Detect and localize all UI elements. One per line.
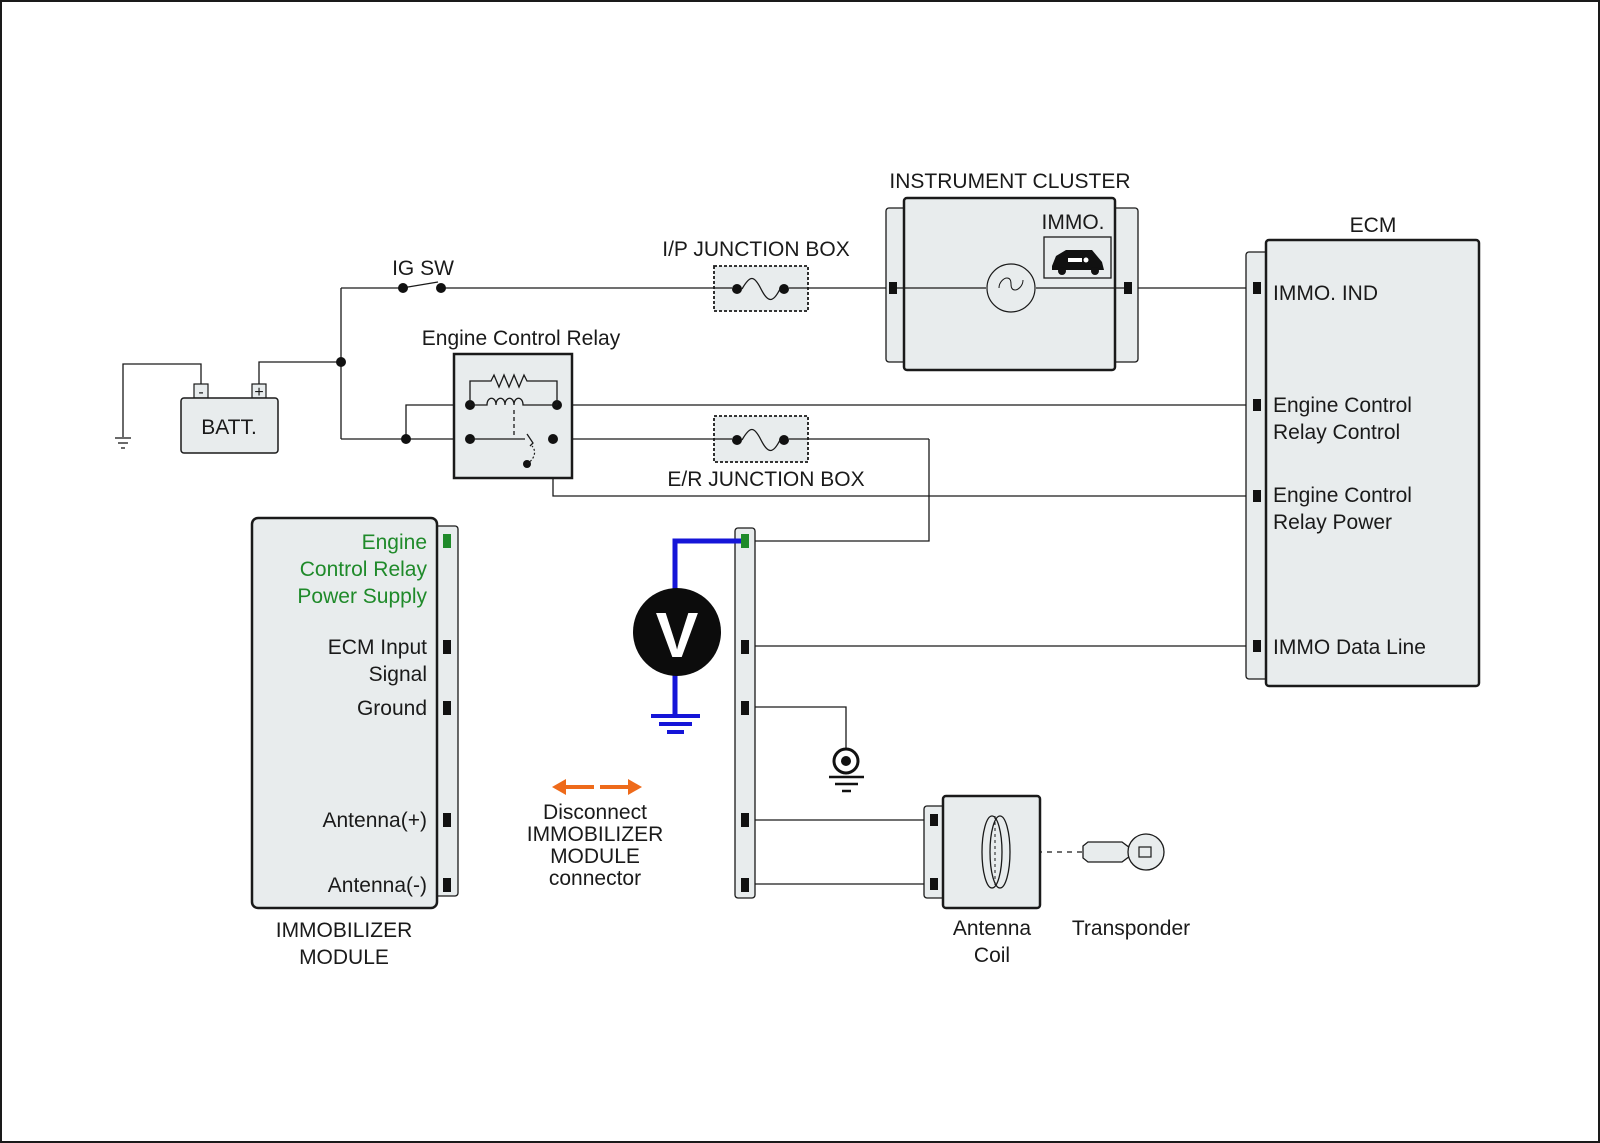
imm-pin-relay-power-line1: Engine: [362, 531, 427, 554]
antenna-coil-label-line1: Antenna: [953, 917, 1032, 940]
ecm-pin-relay-control-line2: Relay Control: [1273, 421, 1400, 444]
ig-switch-label: IG SW: [392, 257, 454, 280]
instrument-cluster: INSTRUMENT CLUSTER IMMO.: [885, 170, 1139, 372]
imm-pin-antenna-pos: Antenna(+): [323, 809, 428, 832]
battery-positive-label: +: [254, 384, 263, 401]
ecm-pin-immo-ind: IMMO. IND: [1273, 282, 1378, 305]
immobilizer-module-label-line1: IMMOBILIZER: [276, 919, 413, 942]
car-key-icon: [1052, 250, 1104, 275]
voltmeter: V: [633, 538, 741, 734]
battery-negative-label: -: [198, 384, 203, 401]
harness-connector: [734, 527, 756, 899]
disconnect-note-line4: connector: [549, 867, 641, 890]
instrument-cluster-label: INSTRUMENT CLUSTER: [889, 170, 1130, 193]
imm-pin-ecm-input-line2: Signal: [369, 663, 427, 686]
disconnect-note-line2: IMMOBILIZER: [527, 823, 664, 846]
ip-junction-box-label: I/P JUNCTION BOX: [662, 238, 849, 261]
engine-control-relay: Engine Control Relay: [422, 327, 621, 480]
ground-icon: [829, 747, 864, 793]
antenna-coil-icon: [981, 815, 1011, 889]
ecm-pin-immo-data-line: IMMO Data Line: [1273, 636, 1426, 659]
ecm-pin-relay-control-line1: Engine Control: [1273, 394, 1412, 417]
immobilizer-module: Engine Control Relay Power Supply ECM In…: [250, 516, 459, 969]
engine-control-relay-label: Engine Control Relay: [422, 327, 621, 350]
imm-pin-relay-power-line2: Control Relay: [300, 558, 428, 581]
disconnect-arrow-icon: [552, 779, 642, 795]
junction-dots: [336, 283, 446, 444]
imm-pin-antenna-neg: Antenna(-): [328, 874, 427, 897]
voltmeter-icon: [633, 588, 721, 676]
disconnect-note: Disconnect IMMOBILIZER MODULE connector: [527, 779, 664, 890]
ecm-label: ECM: [1350, 214, 1397, 237]
imm-pin-relay-power-line3: Power Supply: [297, 585, 427, 608]
ecm: ECM IMMO. IND Engine Control Relay Contr…: [1245, 214, 1481, 688]
wiring: [115, 281, 1256, 885]
immo-indicator-label: IMMO.: [1042, 211, 1105, 234]
er-junction-box-label: E/R JUNCTION BOX: [667, 468, 864, 491]
battery: - + BATT.: [180, 383, 279, 454]
disconnect-note-line3: MODULE: [550, 845, 640, 868]
ecm-pin-relay-power-line1: Engine Control: [1273, 484, 1412, 507]
imm-pin-ecm-input-line1: ECM Input: [328, 636, 427, 659]
immobilizer-module-label-line2: MODULE: [299, 946, 389, 969]
transponder-label: Transponder: [1072, 917, 1190, 940]
ecm-pin-relay-power-line2: Relay Power: [1273, 511, 1392, 534]
antenna-coil-label-line2: Coil: [974, 944, 1010, 967]
antenna-coil: Antenna Coil: [923, 794, 1042, 967]
disconnect-note-line1: Disconnect: [543, 801, 647, 824]
imm-pin-ground: Ground: [357, 697, 427, 720]
transponder-key-icon: [1082, 833, 1165, 871]
relay-power-supply-pin-highlight: [443, 534, 451, 548]
ip-junction-box: I/P JUNCTION BOX: [662, 238, 850, 312]
voltmeter-label: V: [656, 599, 699, 671]
voltmeter-positive-lead: [672, 538, 741, 596]
battery-label: BATT.: [201, 416, 257, 439]
er-junction-box: E/R JUNCTION BOX: [667, 415, 865, 491]
